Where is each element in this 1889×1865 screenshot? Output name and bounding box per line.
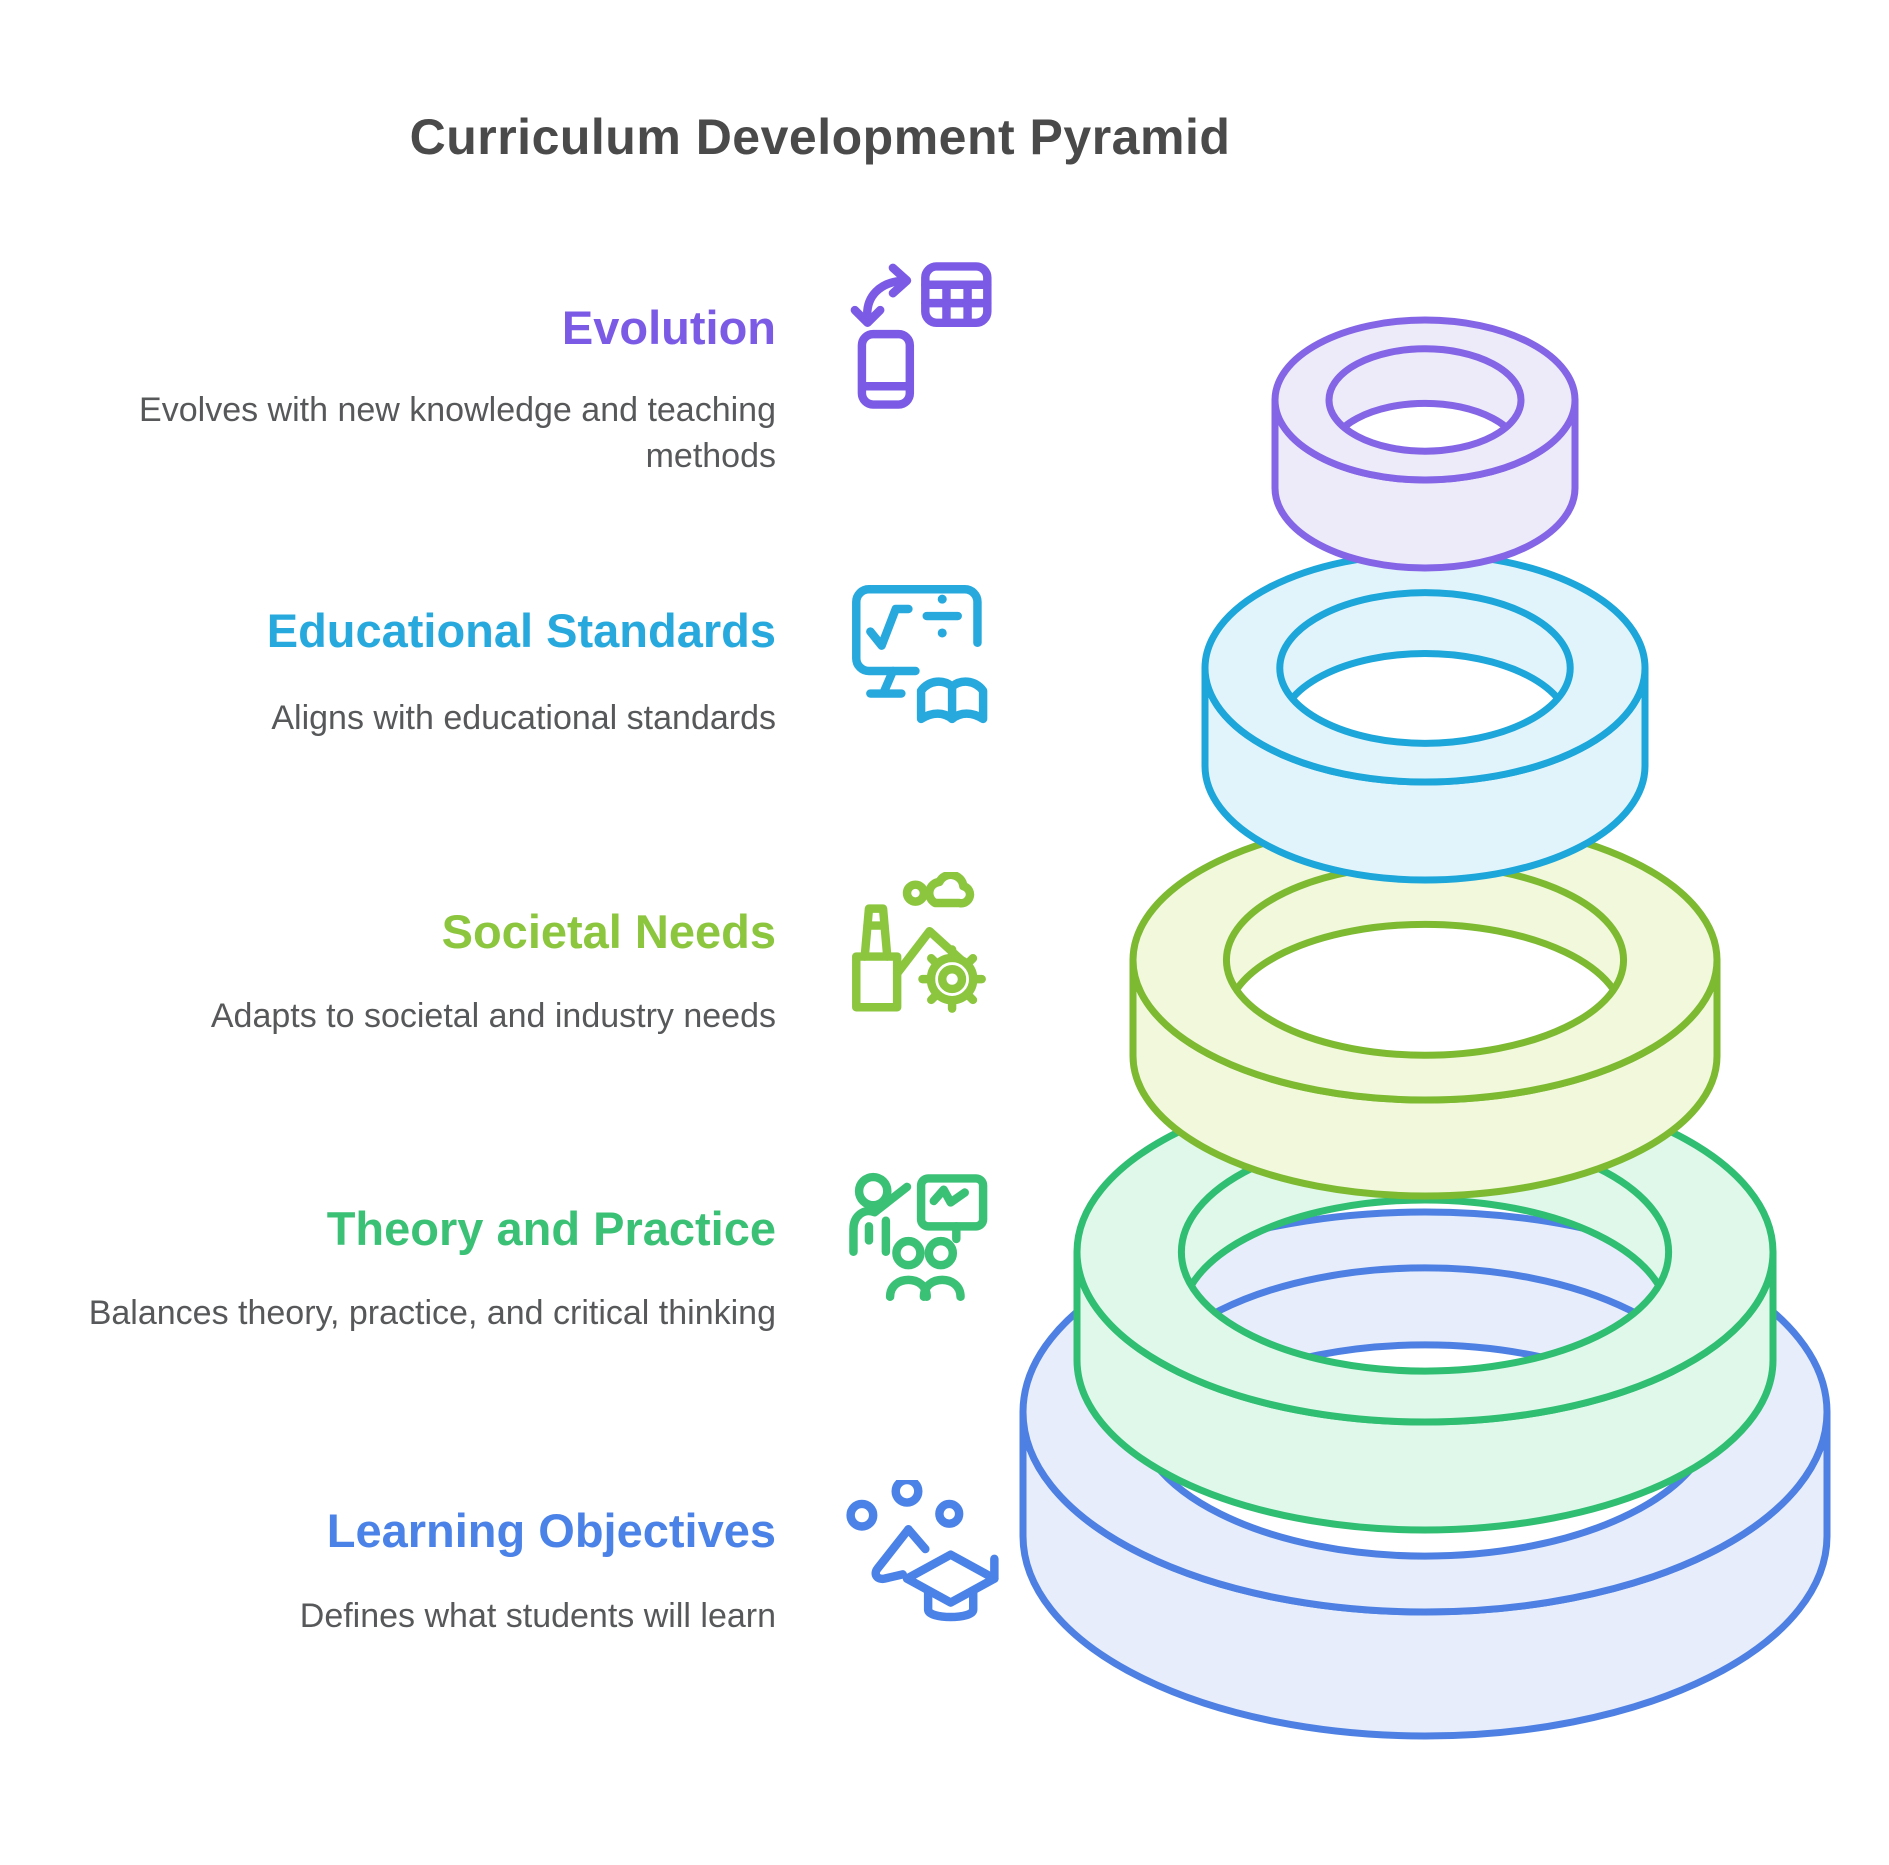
- level-title-educational-standards: Educational Standards: [266, 604, 776, 657]
- ring-educational-standards: [1201, 550, 1649, 884]
- goal-cap-icon: [845, 1480, 1000, 1635]
- level-description-evolution: Evolves with new knowledge and teaching …: [139, 391, 776, 475]
- teacher-board-icon: [845, 1170, 1000, 1325]
- level-description-learning-objectives: Defines what students will learn: [299, 1597, 776, 1635]
- level-title-learning-objectives: Learning Objectives: [326, 1504, 776, 1557]
- level-description-societal-needs: Adapts to societal and industry needs: [210, 997, 776, 1035]
- diagram-title: Curriculum Development Pyramid: [409, 109, 1231, 165]
- ring-societal-needs: [1129, 816, 1721, 1200]
- ring-learning-objectives: [1019, 1208, 1831, 1740]
- level-title-societal-needs: Societal Needs: [441, 905, 776, 958]
- math-board-book-icon: [845, 578, 1000, 733]
- ring-theory-and-practice: [1073, 1078, 1777, 1534]
- level-description-educational-standards: Aligns with educational standards: [271, 699, 776, 737]
- factory-gear-icon: [845, 872, 1000, 1027]
- level-title-theory-and-practice: Theory and Practice: [326, 1202, 776, 1255]
- device-sync-icon: [845, 258, 1000, 413]
- ring-evolution: [1271, 316, 1579, 572]
- level-title-evolution: Evolution: [561, 301, 776, 354]
- level-description-theory-and-practice: Balances theory, practice, and critical …: [88, 1294, 776, 1332]
